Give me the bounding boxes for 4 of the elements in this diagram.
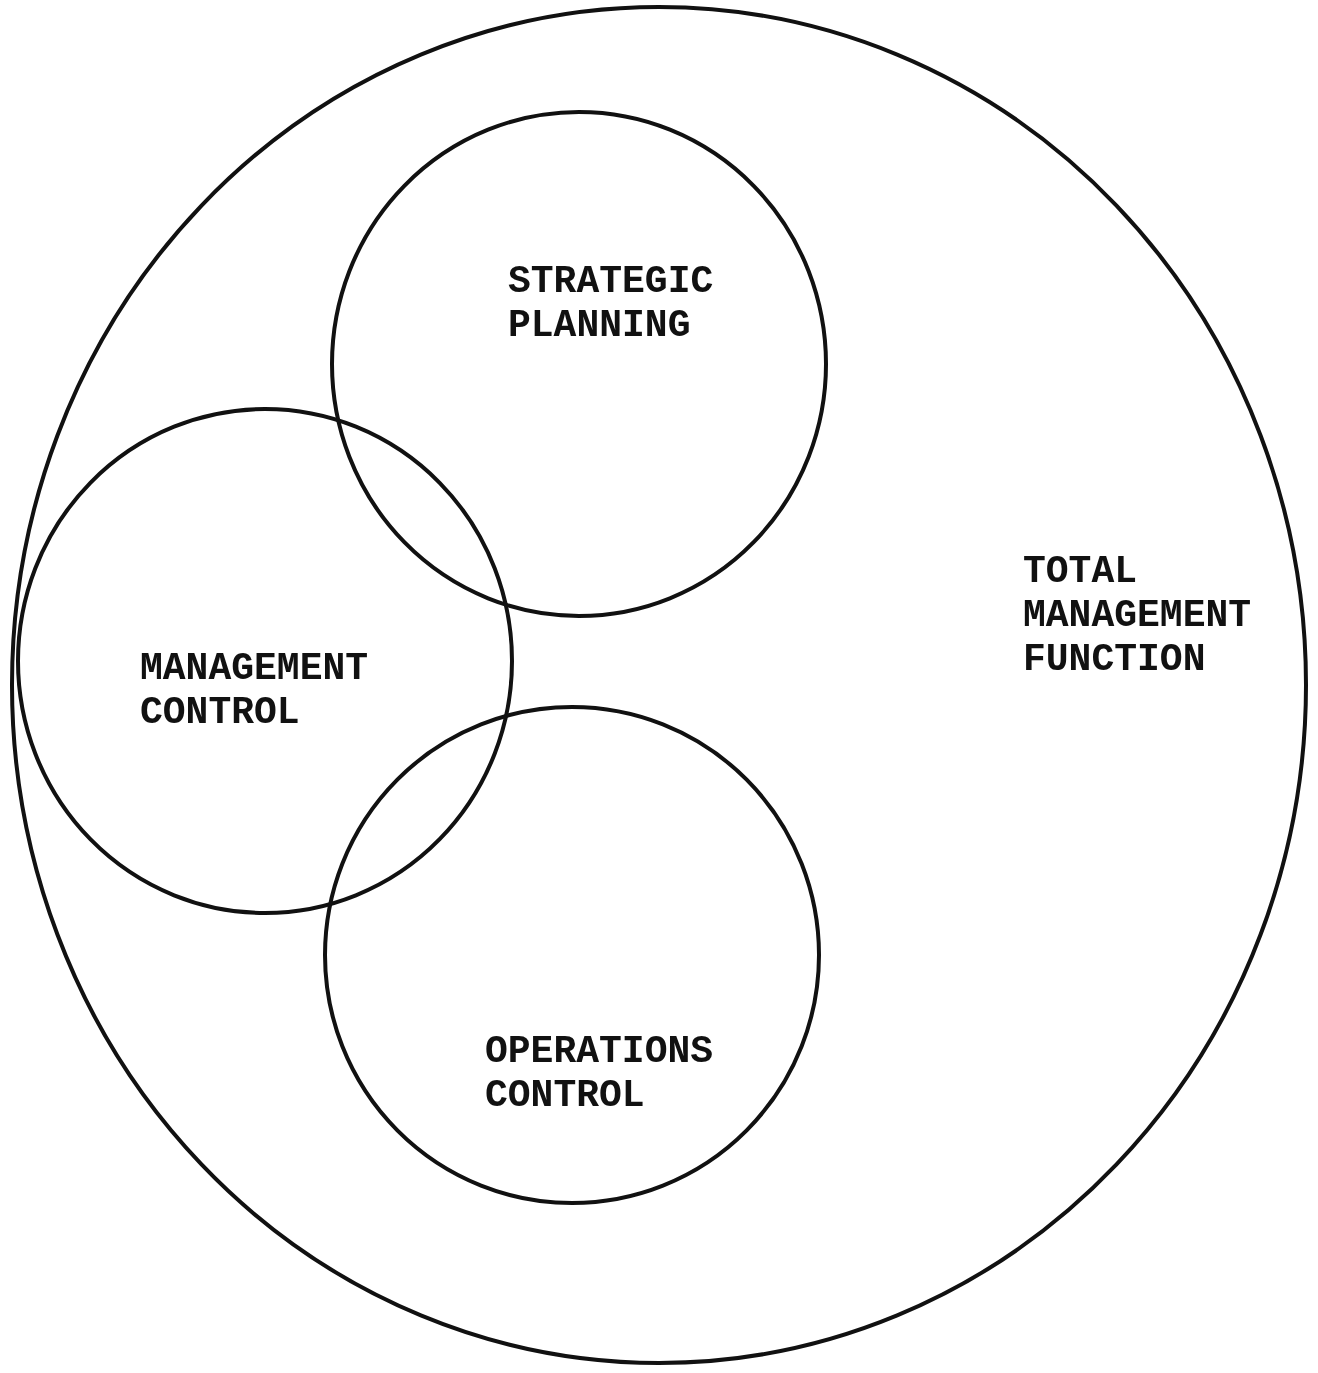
circle-label: MANAGEMENT CONTROL <box>140 647 370 735</box>
circle-label: OPERATIONS CONTROL <box>485 1030 715 1118</box>
circle-label: STRATEGIC PLANNING <box>508 260 715 348</box>
circle-label: TOTAL MANAGEMENT FUNCTION <box>1023 550 1253 682</box>
